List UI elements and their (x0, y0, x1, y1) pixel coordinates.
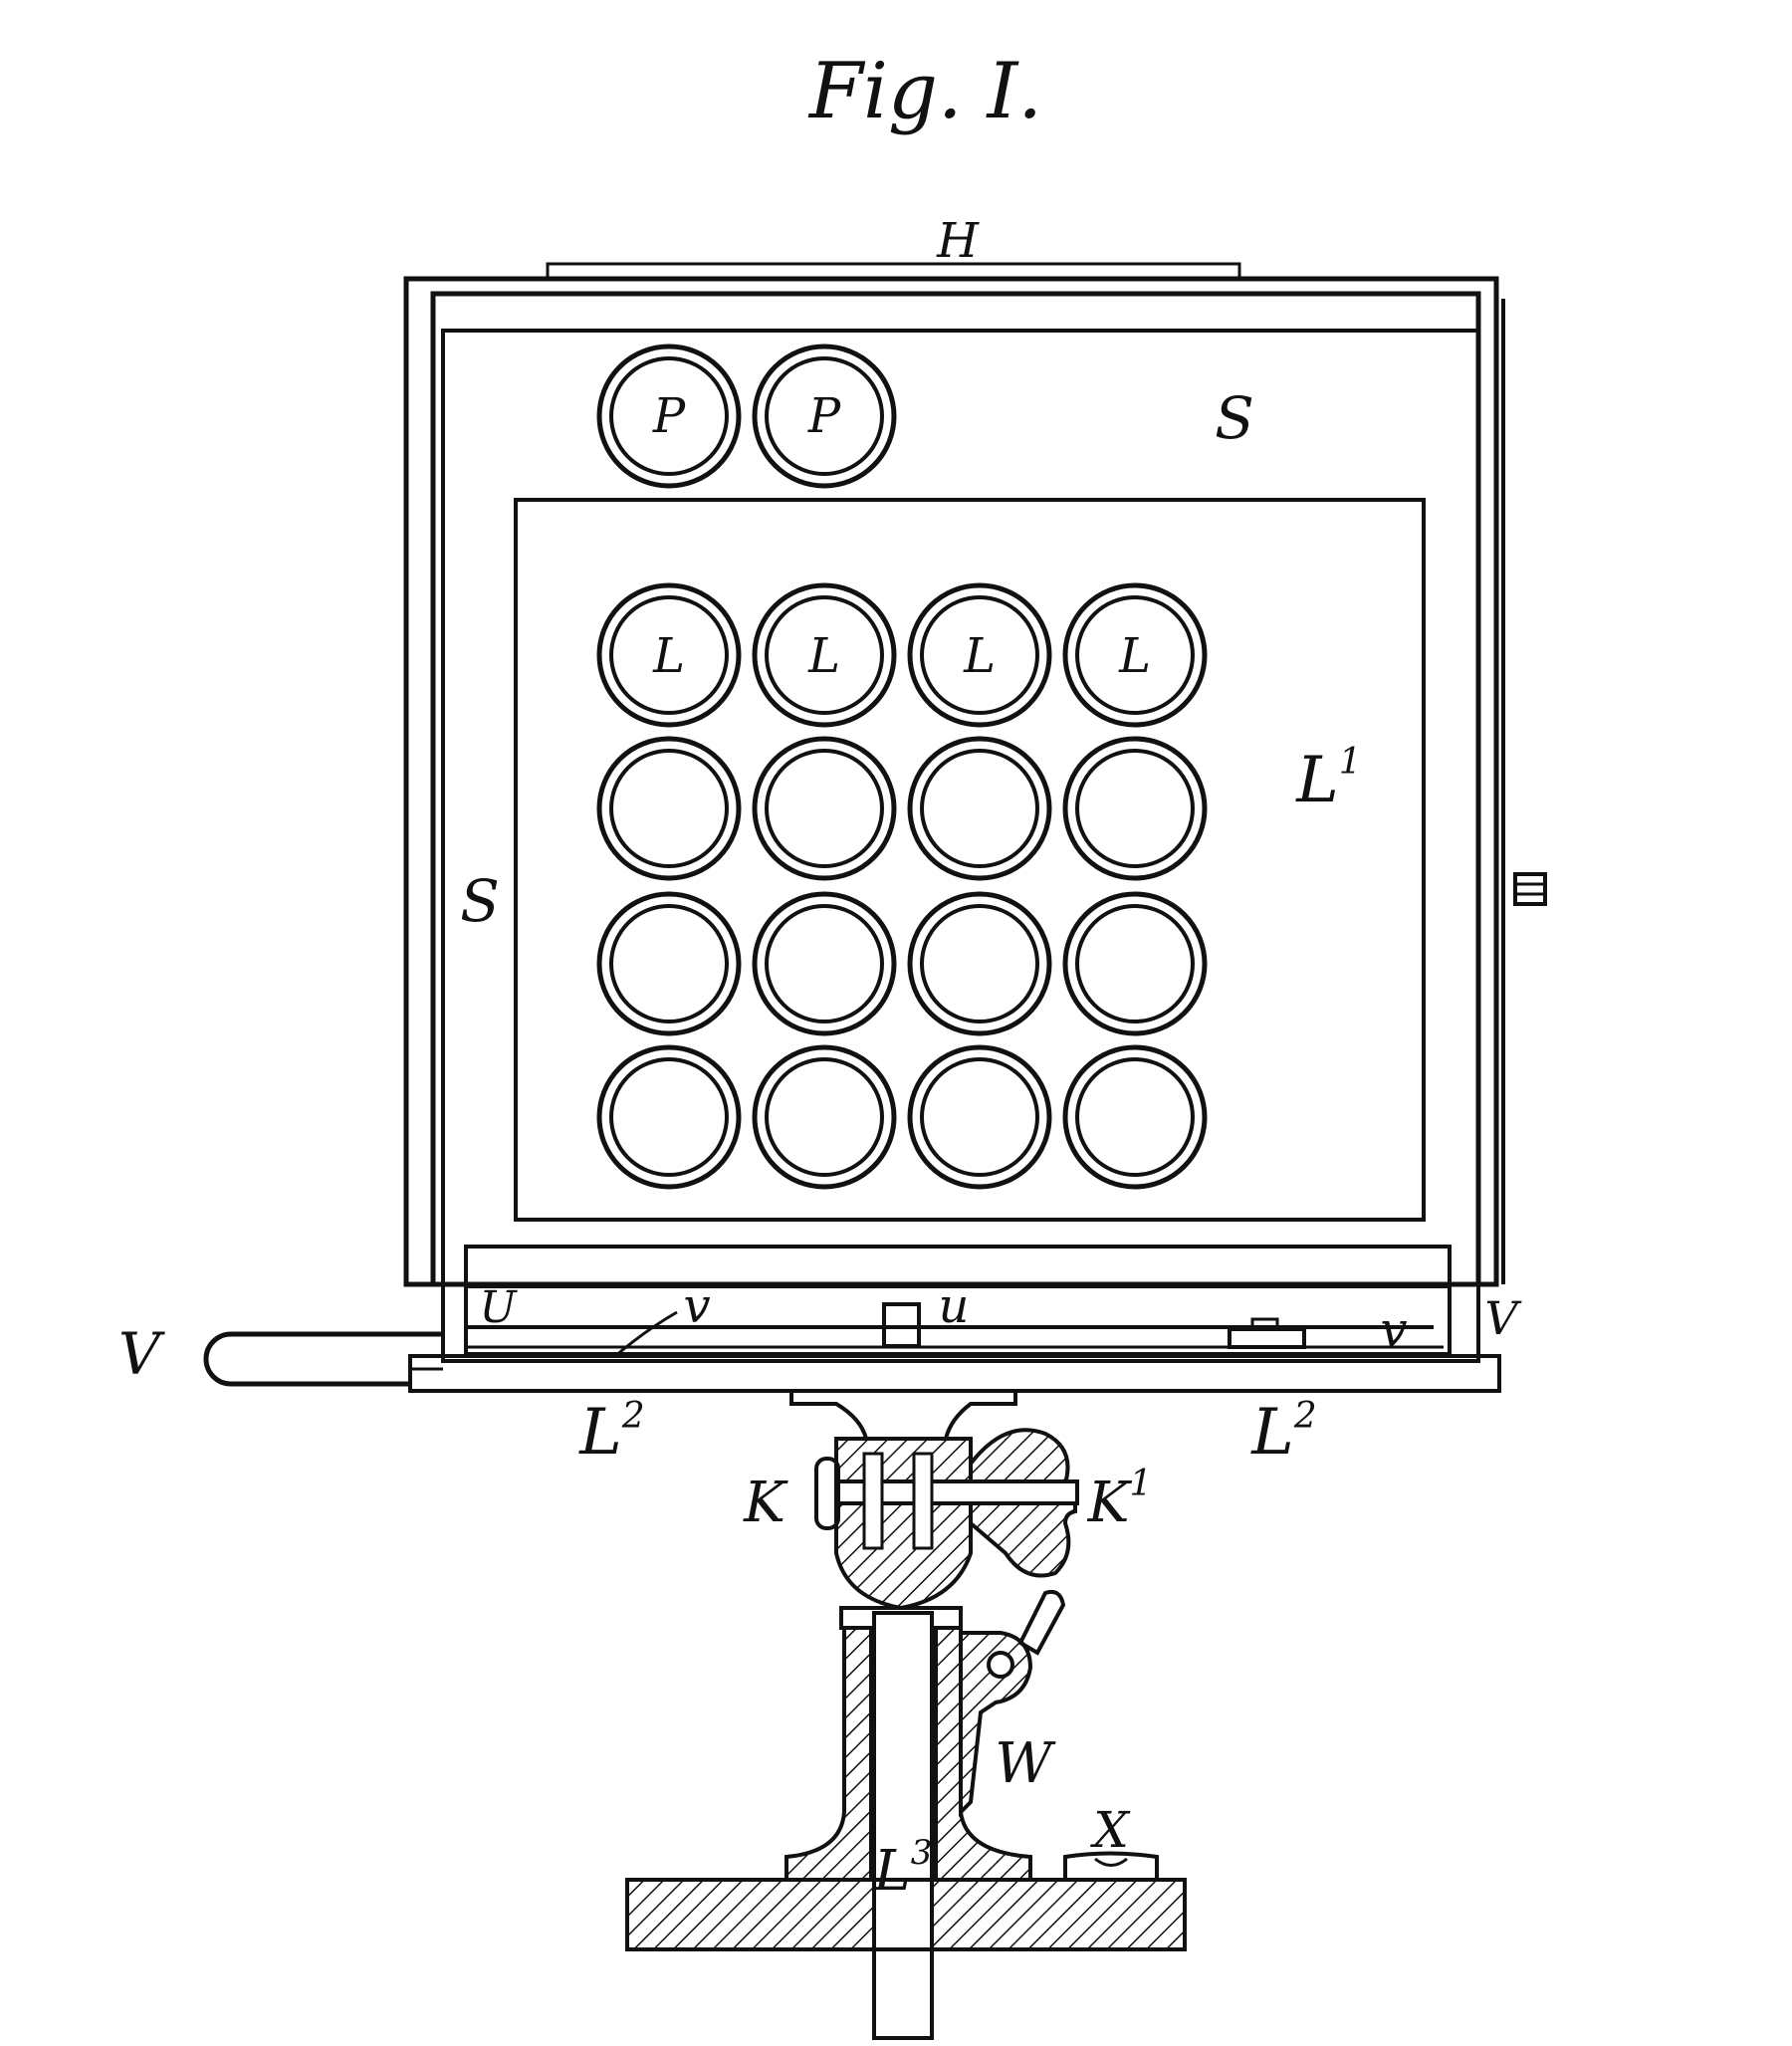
lens-circle (596, 582, 742, 728)
slide-stop (1228, 1327, 1306, 1349)
lens-circle (1062, 582, 1208, 728)
clamp-w (959, 1631, 1033, 1817)
label-l-d: L (1118, 628, 1151, 684)
label-l2-right: L2 (1250, 1396, 1316, 1470)
spirit-level-x (1063, 1851, 1159, 1880)
label-v-left: V (118, 1320, 165, 1388)
label-l1: L1 (1295, 742, 1361, 817)
lens-circle (907, 736, 1052, 881)
lens-board-l1 (514, 498, 1426, 1222)
label-u-left: U (479, 1282, 518, 1333)
label-u: u (939, 1278, 970, 1334)
label-s-top: S (1215, 384, 1254, 452)
pointer-v (614, 1310, 678, 1358)
lens-circle (752, 1044, 897, 1190)
handle-v (203, 1331, 443, 1387)
right-knob (1513, 872, 1547, 906)
slide-frame-s (441, 329, 1480, 1363)
lens-circle (752, 582, 897, 728)
label-l-b: L (807, 628, 840, 684)
label-s-left: S (460, 867, 500, 935)
lens-circle (752, 736, 897, 881)
lens-circle (596, 736, 742, 881)
label-v-right: v (1380, 1302, 1407, 1358)
label-l-c: L (963, 628, 996, 684)
clamp-lever (1017, 1589, 1066, 1656)
label-k1: K1 (1087, 1464, 1153, 1535)
label-l-a: L (652, 628, 685, 684)
tilt-joint (834, 1437, 973, 1611)
lens-circle (1062, 1044, 1208, 1190)
label-v-far-right: V (1484, 1291, 1522, 1345)
lens-circle (1062, 736, 1208, 881)
column-socket (784, 1626, 873, 1884)
label-v-mid: v (683, 1278, 710, 1334)
label-k: K (743, 1471, 788, 1535)
label-w: W (995, 1731, 1056, 1796)
figure-title: Fig. I. (807, 47, 1042, 136)
lens-grid (596, 582, 1208, 1190)
label-l2-left: L2 (578, 1396, 644, 1470)
lens-circle (907, 891, 1052, 1036)
label-x: X (1089, 1801, 1131, 1859)
lens-circle (907, 1044, 1052, 1190)
label-h: H (936, 213, 980, 269)
lens-circle (907, 582, 1052, 728)
lens-circle (596, 1044, 742, 1190)
top-plate-h (546, 262, 1241, 280)
bolt-shaft (836, 1479, 1079, 1505)
leg-tube-l3 (872, 1611, 934, 2040)
plate-circle-p2 (752, 343, 897, 489)
label-p2: P (807, 388, 841, 444)
lens-circle (1062, 891, 1208, 1036)
slide-catch-u (882, 1302, 921, 1348)
label-p1: P (652, 388, 686, 444)
lens-circle (752, 891, 897, 1036)
lens-circle (596, 891, 742, 1036)
plate-circle-p1 (596, 343, 742, 489)
label-l3: L3 (873, 1833, 933, 1904)
head-mount (789, 1389, 1017, 1441)
clamp-screw (987, 1651, 1014, 1679)
